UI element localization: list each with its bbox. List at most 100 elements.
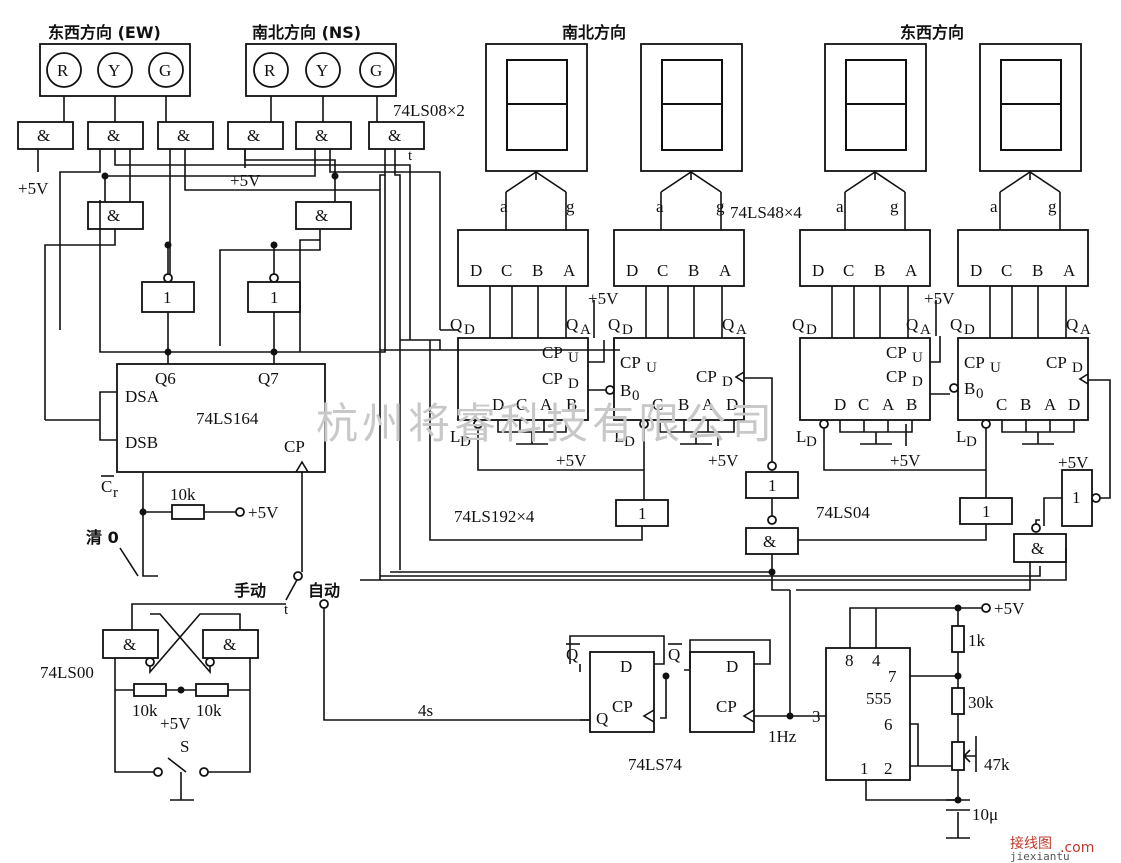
dec2-c: C xyxy=(657,261,668,280)
display-ns-tens: a g xyxy=(485,43,588,216)
vcc-label-c3: +5V xyxy=(924,289,955,308)
nand-latch-74ls00: & & 74LS00 10k 10k +5V S xyxy=(40,603,286,801)
ns-lamp-panel: R Y G xyxy=(245,43,397,122)
c2-cpu-sub: U xyxy=(646,360,657,376)
c3-cpu-sub: U xyxy=(912,350,923,366)
c3-qa-sub: A xyxy=(920,322,931,338)
c1-qd-sub: D xyxy=(464,322,475,338)
dec3-a: A xyxy=(905,261,918,280)
c3-in-c: C xyxy=(858,395,869,414)
and-gate-ns: & xyxy=(763,532,776,551)
dec1-c: C xyxy=(501,261,512,280)
c1-ld: L xyxy=(450,427,460,446)
c4-ld-sub: D xyxy=(966,434,977,450)
dec4-a: A xyxy=(1063,261,1076,280)
c1-qa: Q xyxy=(566,315,578,334)
c3-qd-sub: D xyxy=(806,322,817,338)
counter-part-label: 74LS192×4 xyxy=(454,507,535,526)
c1-cpd-sub: D xyxy=(568,376,579,392)
c2-ld-sub: D xyxy=(624,434,635,450)
c2-cpd-sub: D xyxy=(722,374,733,390)
seg-g-label-4: g xyxy=(1048,197,1057,216)
c2-bo-sub: 0 xyxy=(632,388,640,404)
site-logo-url: jiexiantu xyxy=(1010,850,1070,863)
c2-in-a: A xyxy=(702,395,715,414)
pin-3: 3 xyxy=(812,707,821,726)
c4-in-d: D xyxy=(1068,395,1080,414)
vcc-label-c2: +5V xyxy=(556,451,587,470)
vcc-label-1: +5V xyxy=(18,179,49,198)
pin-q7: Q7 xyxy=(258,369,279,388)
resistor-1k: 1k xyxy=(968,631,986,650)
switch-s-label: S xyxy=(180,737,189,756)
c4-in-b: B xyxy=(1020,395,1031,414)
timer-part-label: 555 xyxy=(866,689,892,708)
c1-cpd: CP xyxy=(542,369,563,388)
seg-a-label-2: a xyxy=(656,197,664,216)
ew-yellow-lamp: Y xyxy=(108,61,120,80)
c4-ld: L xyxy=(956,427,966,446)
pin-dsa: DSA xyxy=(125,387,160,406)
and-gate-5: & xyxy=(315,126,328,145)
dec3-d: D xyxy=(812,261,824,280)
vcc-label-2: +5V xyxy=(230,171,261,190)
site-logo-domain: .com xyxy=(1060,840,1094,856)
capacitor-10u: 10μ xyxy=(972,805,998,824)
display-ew-units: a g xyxy=(979,43,1082,216)
display-ew-tens: a g xyxy=(824,43,927,216)
site-logo: 接线图 xyxy=(1010,835,1052,852)
ff2-cp: CP xyxy=(716,697,737,716)
c2-qd-sub: D xyxy=(622,322,633,338)
c4-cpd-sub: D xyxy=(1072,360,1083,376)
dec4-b: B xyxy=(1032,261,1043,280)
c4-bo-sub: 0 xyxy=(976,386,984,402)
flipflop-part-label: 74LS74 xyxy=(628,755,682,774)
pin-cp-164: CP xyxy=(284,437,305,456)
vcc-label-right: +5V xyxy=(1058,453,1089,472)
vcc-label-mid: +5V xyxy=(708,451,739,470)
pin-6: 6 xyxy=(884,715,893,734)
ff2-qbar: Q xyxy=(668,645,680,664)
c3-ld: L xyxy=(796,427,806,446)
c4-cpu: CP xyxy=(964,353,985,372)
c3-cpd: CP xyxy=(886,367,907,386)
inverter-q7: 1 xyxy=(270,288,279,307)
c4-bo: B xyxy=(964,379,975,398)
vcc-label-latch: +5V xyxy=(160,714,191,733)
and-gate-3: & xyxy=(177,126,190,145)
c3-ld-sub: D xyxy=(806,434,817,450)
shift-register-label: 74LS164 xyxy=(196,409,259,428)
dec1-d: D xyxy=(470,261,482,280)
and-gate-part-label: 74LS08×2 xyxy=(393,101,465,120)
c1-ld-sub: D xyxy=(460,434,471,450)
resistor-30k: 30k xyxy=(968,693,994,712)
inverter-q6: 1 xyxy=(163,288,172,307)
auto-label: 自动 xyxy=(308,581,340,600)
and-gate-7: & xyxy=(107,206,120,225)
vcc-label-c1: +5V xyxy=(588,289,619,308)
seg-a-label-1: a xyxy=(500,197,508,216)
nand-part-label: 74LS00 xyxy=(40,663,94,682)
timer-555: 8 4 7 555 6 3 1 2 +5V 1k 30k 47k 10μ xyxy=(812,599,1025,839)
vcc-label-c4: +5V xyxy=(890,451,921,470)
nand-gate-1: & xyxy=(123,635,136,654)
c2-ld: L xyxy=(614,427,624,446)
decoders-74ls48: D C B A D C B A D C B A D C B A xyxy=(457,192,1089,338)
and-gate-4: & xyxy=(247,126,260,145)
and-gate-8: & xyxy=(315,206,328,225)
seg-a-label-3: a xyxy=(836,197,844,216)
pin-1: 1 xyxy=(860,759,869,778)
c1-qd: Q xyxy=(450,315,462,334)
c1-in-d: D xyxy=(492,395,504,414)
and-gate-1: & xyxy=(37,126,50,145)
ns-red-lamp: R xyxy=(264,61,276,80)
c3-qd: Q xyxy=(792,315,804,334)
c1-in-a: A xyxy=(540,395,553,414)
inverter-mid: 1 xyxy=(768,476,777,495)
ns-green-lamp: G xyxy=(370,61,382,80)
potentiometer-47k: 47k xyxy=(984,755,1010,774)
pin-cr: C xyxy=(101,477,112,496)
t-label-top: t xyxy=(408,148,413,164)
